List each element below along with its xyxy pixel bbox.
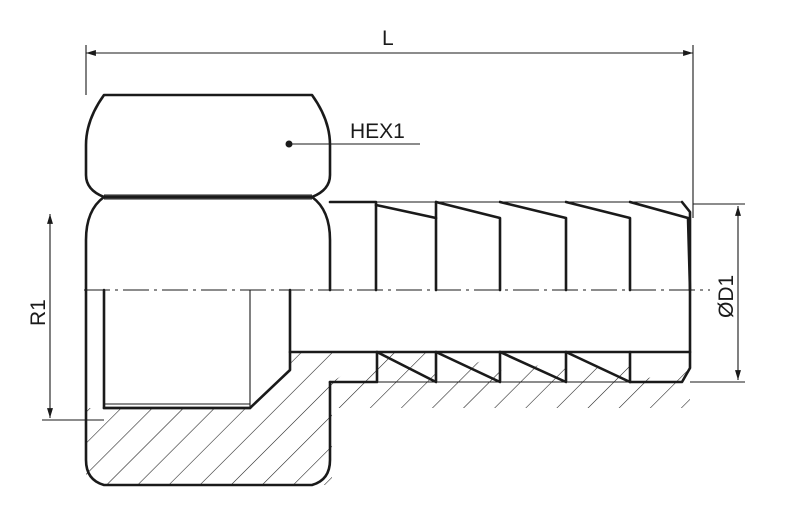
length-label: L: [382, 27, 394, 50]
thread-label: R1: [27, 299, 50, 326]
section-view: [84, 288, 692, 487]
dimension-thread: R1: [27, 214, 104, 421]
dimension-diameter: ØD1: [690, 203, 745, 383]
hex-label: HEX1: [350, 120, 405, 143]
hex-nut: [84, 93, 332, 292]
diameter-label: ØD1: [715, 275, 738, 318]
hex-callout: HEX1: [285, 120, 420, 148]
dimension-length: L: [85, 27, 694, 218]
hose-barb: [328, 200, 692, 292]
